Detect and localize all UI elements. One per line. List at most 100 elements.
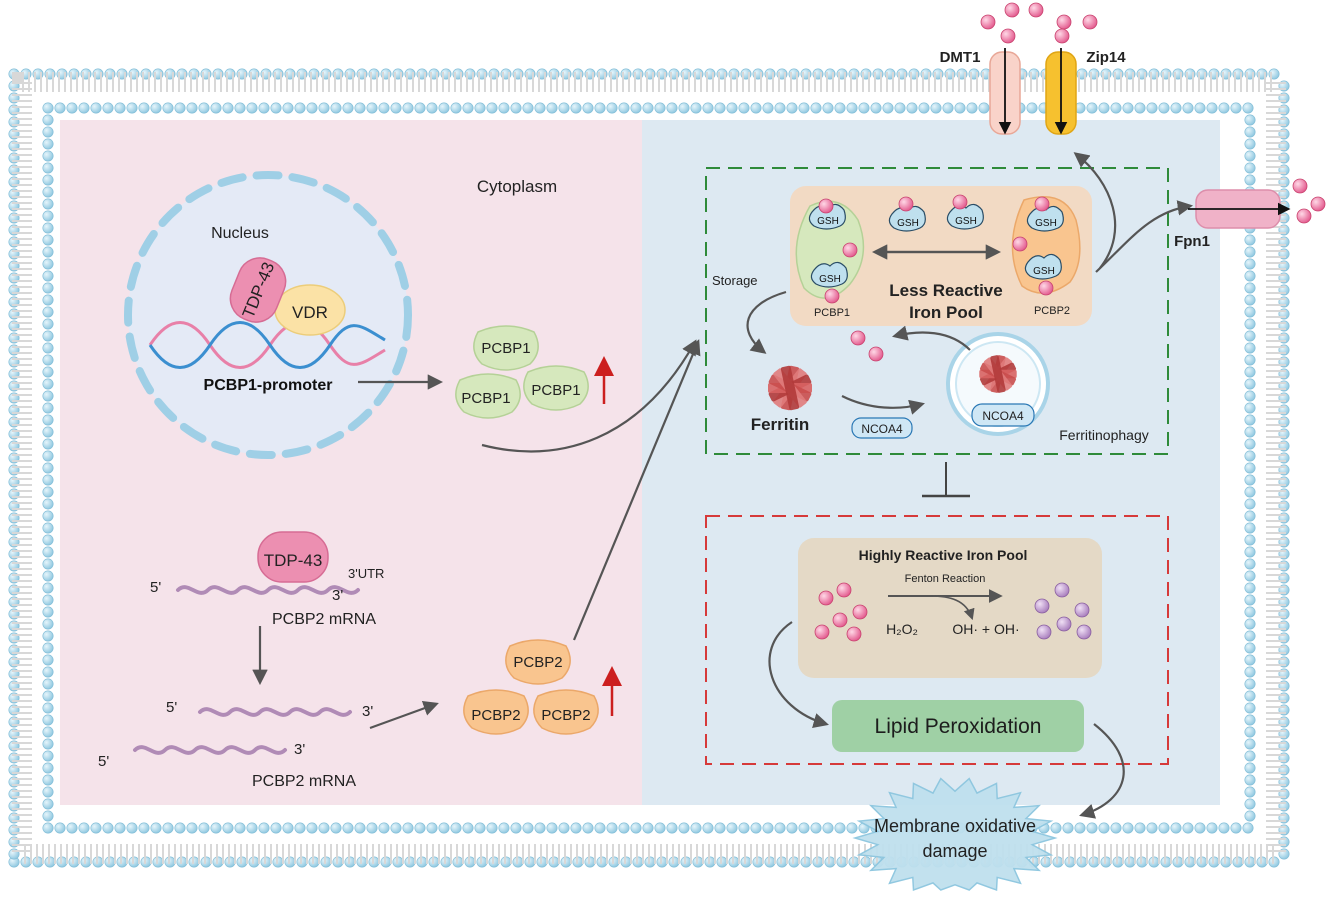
membrane-head xyxy=(42,438,54,450)
membrane-head xyxy=(42,126,54,138)
ferritin-label: Ferritin xyxy=(751,415,810,434)
membrane-head xyxy=(1050,822,1062,834)
fpn1-transporter xyxy=(1188,189,1291,229)
membrane-head xyxy=(54,822,66,834)
pcbp2-mrna-label-bottom: PCBP2 mRNA xyxy=(252,773,356,790)
membrane-head xyxy=(354,102,366,114)
membrane-head xyxy=(1244,618,1256,630)
membrane-head xyxy=(342,102,354,114)
membrane-head xyxy=(42,606,54,618)
membrane-head xyxy=(1244,306,1256,318)
membrane-head xyxy=(1244,810,1256,822)
three-utr-label: 3'UTR xyxy=(348,566,384,581)
membrane-head xyxy=(306,102,318,114)
membrane-head xyxy=(1158,822,1170,834)
membrane-head xyxy=(42,714,54,726)
membrane-head xyxy=(1244,546,1256,558)
membrane-head xyxy=(186,822,198,834)
membrane-head xyxy=(390,822,402,834)
membrane-head xyxy=(774,822,786,834)
highly-reactive-label: Highly Reactive Iron Pool xyxy=(859,547,1028,563)
membrane-head xyxy=(102,822,114,834)
membrane-head xyxy=(414,102,426,114)
mrna-three-prime-label: 3' xyxy=(332,587,343,604)
hydroxyl-radical xyxy=(1074,602,1090,618)
iron-ion xyxy=(1038,280,1054,296)
membrane-head xyxy=(42,690,54,702)
hydroxyl-radical xyxy=(1054,582,1070,598)
pcbp1-promoter-label: PCBP1-promoter xyxy=(204,377,333,394)
membrane-head xyxy=(162,102,174,114)
pcbp2-mrna-strand xyxy=(176,585,360,595)
mrna-three-prime-label: 3' xyxy=(294,741,305,758)
pcbp2-chaperone-label: PCBP2 xyxy=(1034,305,1070,317)
membrane-head xyxy=(546,822,558,834)
membrane-head xyxy=(1244,450,1256,462)
membrane-head xyxy=(594,822,606,834)
membrane-head xyxy=(966,102,978,114)
iron-ion xyxy=(818,590,834,606)
membrane-head xyxy=(690,822,702,834)
pcbp1-protein xyxy=(473,325,539,371)
pcbp2-mrna-copies: 5' 3' 5' 3' PCBP2 mRNA xyxy=(98,699,373,790)
hydroxyl-radical xyxy=(1034,598,1050,614)
ncoa4-bound-label: NCOA4 xyxy=(982,409,1024,423)
membrane-head xyxy=(42,582,54,594)
membrane-head xyxy=(1122,822,1134,834)
membrane-head xyxy=(282,822,294,834)
membrane-head xyxy=(738,822,750,834)
membrane-head xyxy=(1244,642,1256,654)
gsh-label: GSH xyxy=(955,216,977,227)
membrane-head xyxy=(1244,594,1256,606)
membrane-damage-label-line2: damage xyxy=(922,841,987,861)
membrane-head xyxy=(1110,822,1122,834)
membrane-head xyxy=(510,822,522,834)
mrna-five-prime-label: 5' xyxy=(150,579,161,596)
membrane-head xyxy=(1244,474,1256,486)
h2o2-label: H₂O₂ xyxy=(886,621,918,637)
membrane-head xyxy=(90,822,102,834)
membrane-head xyxy=(42,558,54,570)
pcbp1-to-iron-pool-arrow xyxy=(481,339,697,453)
membrane-head xyxy=(234,822,246,834)
membrane-head xyxy=(380,856,392,868)
membrane-head xyxy=(450,102,462,114)
membrane-head xyxy=(1146,102,1158,114)
tdp43-label-cytoplasmic: TDP-43 xyxy=(264,551,323,570)
membrane-head xyxy=(114,102,126,114)
membrane-head xyxy=(1244,174,1256,186)
iron-ion xyxy=(1004,2,1020,18)
membrane-head xyxy=(582,822,594,834)
membrane-head xyxy=(222,102,234,114)
membrane-head xyxy=(642,102,654,114)
membrane-head xyxy=(906,102,918,114)
dna-strand-blue xyxy=(148,321,386,369)
membrane-head xyxy=(462,822,474,834)
membrane-head xyxy=(318,822,330,834)
membrane-head xyxy=(1218,102,1230,114)
membrane-head xyxy=(726,822,738,834)
ferritin-to-autophagosome-arrow xyxy=(841,395,925,415)
membrane-head xyxy=(42,750,54,762)
membrane-head xyxy=(762,822,774,834)
iron-ion xyxy=(1310,196,1326,212)
membrane-head xyxy=(78,102,90,114)
membrane-head xyxy=(846,822,858,834)
membrane-head xyxy=(498,102,510,114)
membrane-head xyxy=(1244,486,1256,498)
tdp43-protein-nuclear xyxy=(229,257,287,323)
iron-ion xyxy=(814,624,830,640)
membrane-head xyxy=(678,822,690,834)
membrane-head xyxy=(750,822,762,834)
membrane-head xyxy=(138,822,150,834)
membrane-head xyxy=(42,534,54,546)
iron-ion xyxy=(868,346,884,362)
fpn1-label: Fpn1 xyxy=(1174,233,1210,250)
membrane-head xyxy=(450,822,462,834)
hydroxyl-radical xyxy=(1036,624,1052,640)
membrane-head xyxy=(438,822,450,834)
membrane-head xyxy=(1242,102,1254,114)
membrane-head xyxy=(1062,822,1074,834)
membrane-head xyxy=(114,822,126,834)
